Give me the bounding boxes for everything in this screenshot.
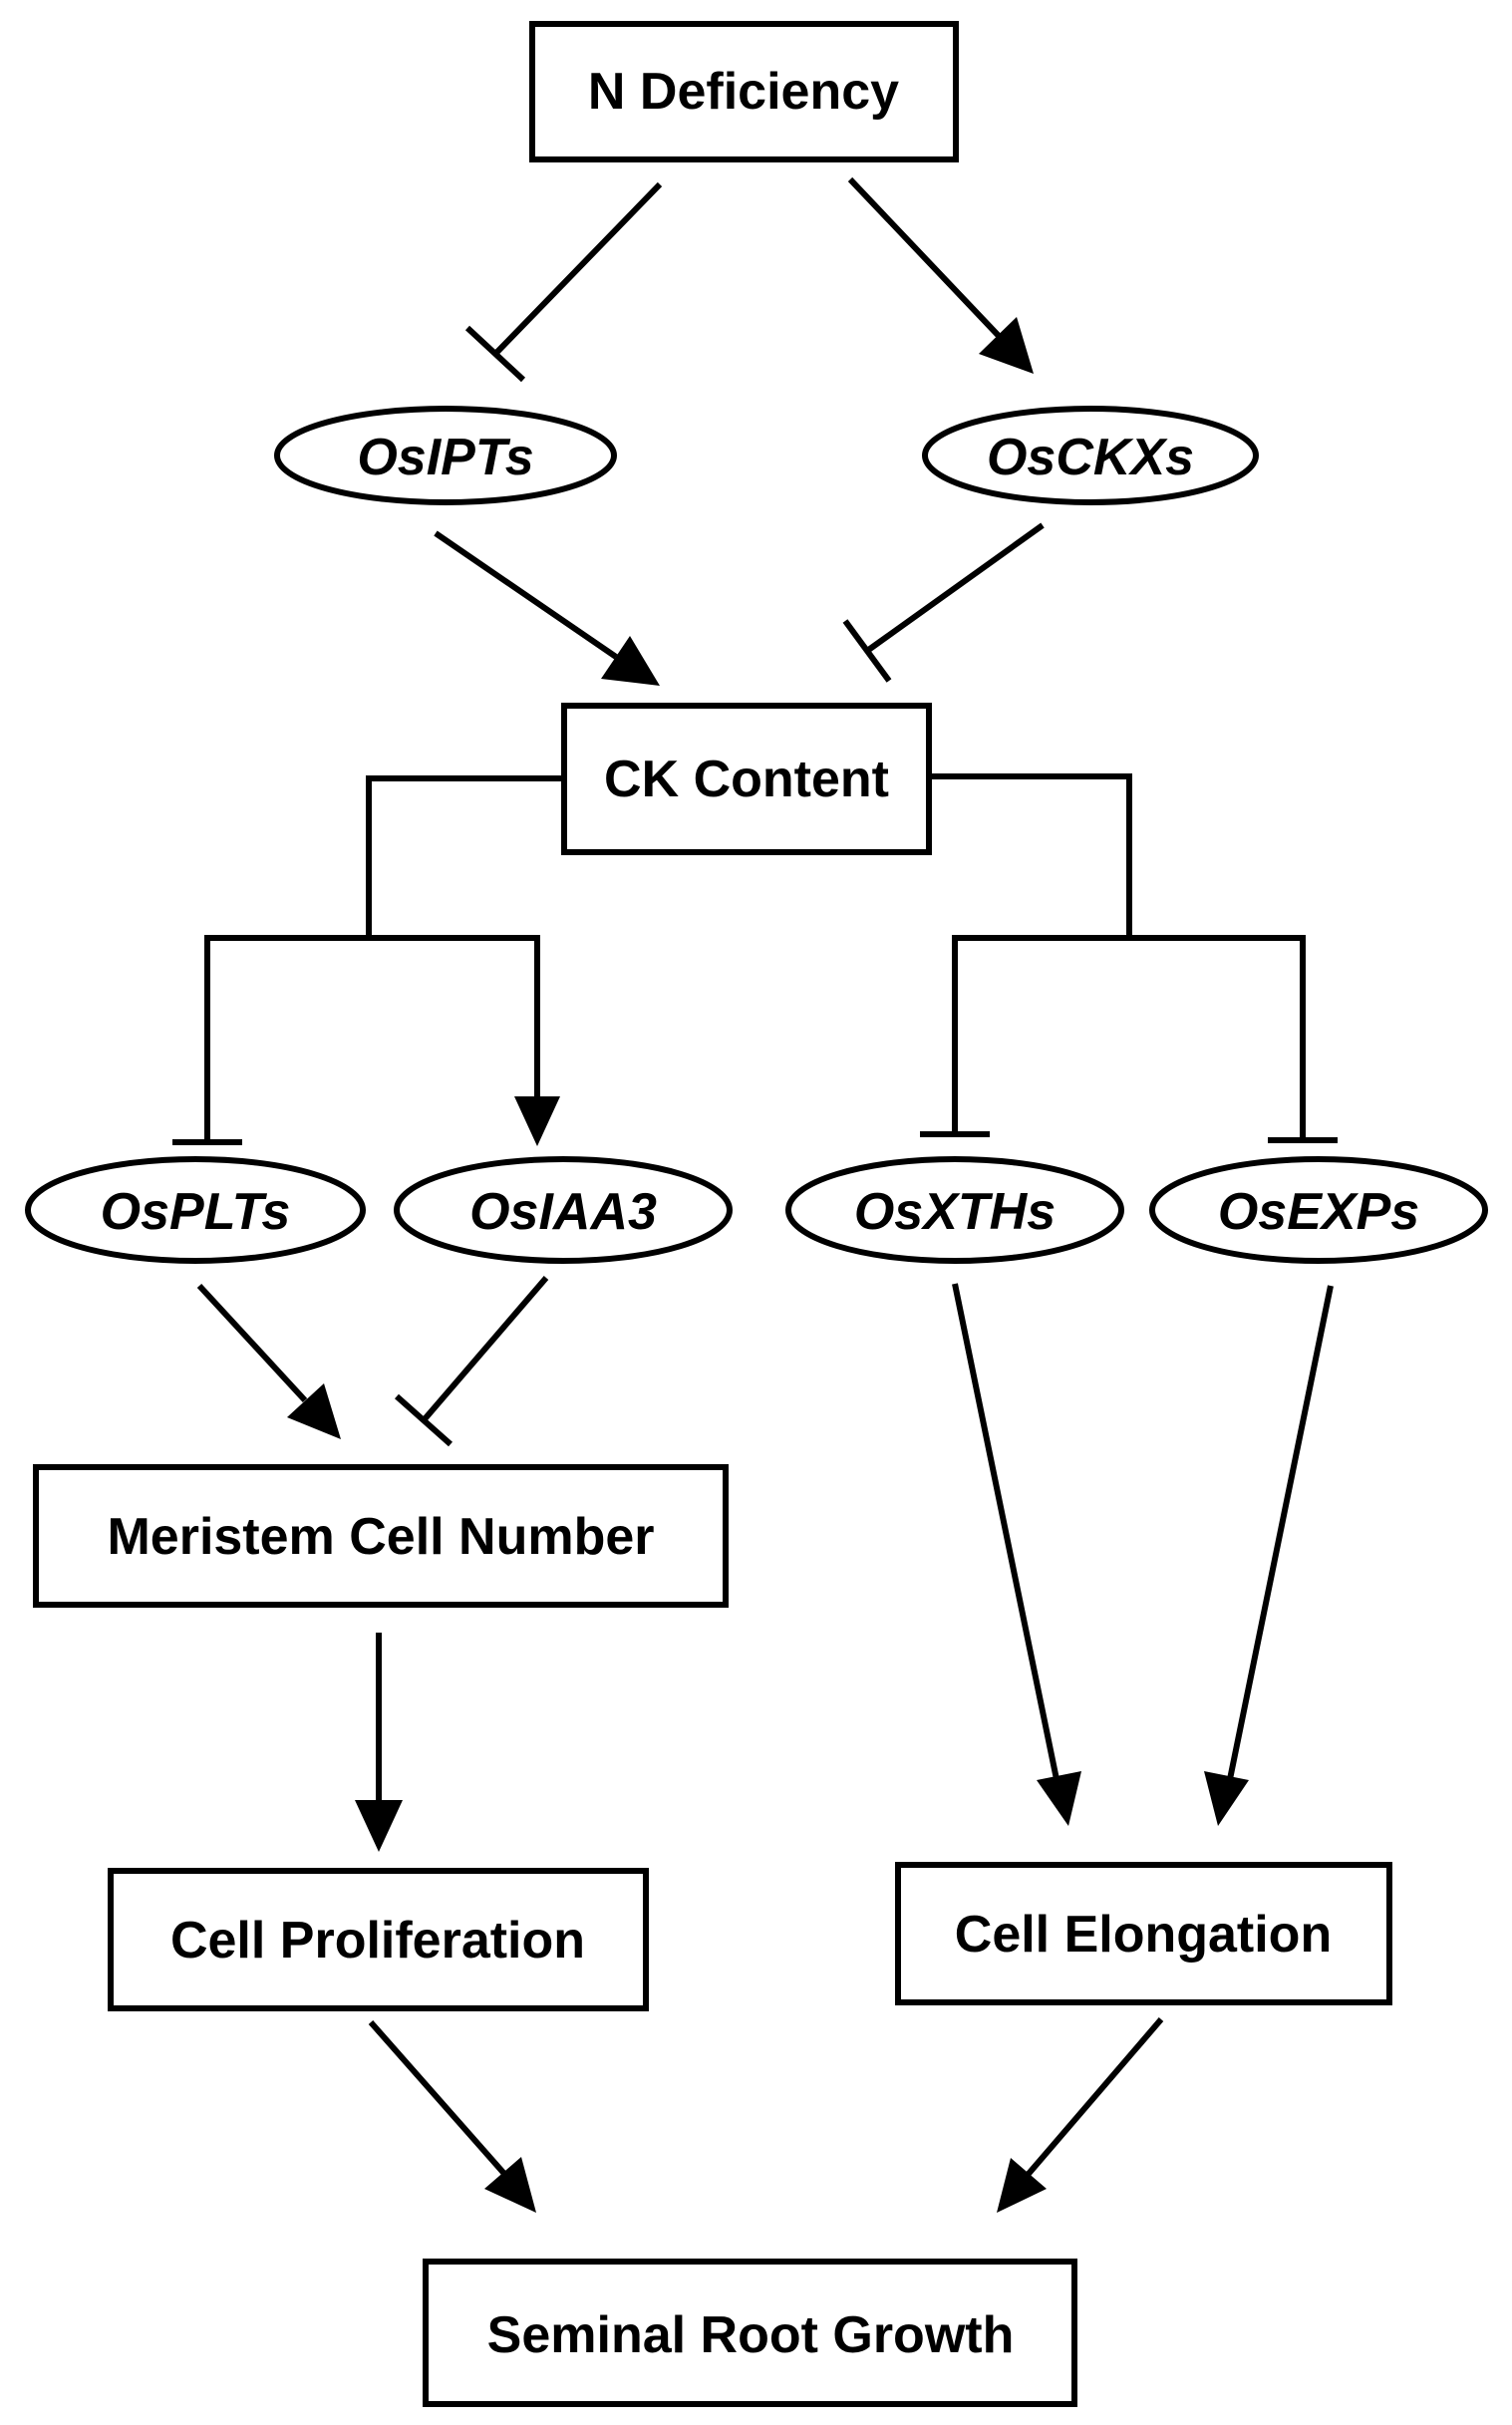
edge-ck-content-inhibits-osxths — [920, 935, 990, 1137]
node-label: OsCKXs — [987, 429, 1194, 486]
node-osexps: OsEXPs — [1149, 1156, 1488, 1264]
edge-ck-content-right-branch — [931, 773, 1306, 941]
edge-ck-content-activates-osiaa3 — [514, 935, 560, 1146]
edge-meristem-activates-cell-proliferation — [355, 1633, 403, 1852]
node-ck-content: CK Content — [561, 703, 932, 855]
node-label: Cell Elongation — [955, 1906, 1332, 1964]
node-label: OsPLTs — [101, 1183, 291, 1241]
node-label: OsIPTs — [357, 429, 533, 486]
node-n-deficiency: N Deficiency — [529, 21, 959, 162]
node-osplts: OsPLTs — [25, 1156, 366, 1264]
node-meristem-cell-number: Meristem Cell Number — [33, 1464, 729, 1608]
edge-cell-elongation-activates-seminal-root-growth — [997, 2017, 1164, 2213]
node-label: N Deficiency — [588, 63, 899, 121]
node-label: Meristem Cell Number — [107, 1508, 654, 1566]
node-seminal-root-growth: Seminal Root Growth — [423, 2259, 1077, 2407]
node-cell-proliferation: Cell Proliferation — [108, 1868, 649, 2011]
node-osiaa3: OsIAA3 — [394, 1156, 733, 1264]
node-label: OsEXPs — [1218, 1183, 1419, 1241]
edge-osipts-activates-ck-content — [434, 530, 660, 686]
node-label: CK Content — [604, 751, 889, 808]
edge-osxths-activates-cell-elongation — [952, 1283, 1081, 1826]
node-label: OsXTHs — [854, 1183, 1056, 1241]
edge-osckxs-inhibits-ck-content — [842, 522, 1045, 683]
node-label: Cell Proliferation — [170, 1912, 585, 1970]
edge-osplts-activates-meristem-cell-number — [196, 1283, 341, 1439]
node-label: Seminal Root Growth — [487, 2306, 1015, 2364]
node-osxths: OsXTHs — [785, 1156, 1124, 1264]
node-cell-elongation: Cell Elongation — [895, 1862, 1392, 2005]
edge-n-deficiency-activates-osckxs — [847, 176, 1034, 374]
edge-ck-content-inhibits-osplts — [172, 935, 242, 1145]
node-label: OsIAA3 — [469, 1183, 657, 1241]
node-osipts: OsIPTs — [274, 406, 617, 505]
node-osckxs: OsCKXs — [922, 406, 1259, 505]
edge-n-deficiency-inhibits-osipts — [464, 181, 663, 383]
edge-ck-content-left-branch — [204, 775, 564, 941]
edge-cell-proliferation-activates-seminal-root-growth — [368, 2020, 536, 2213]
edge-ck-content-inhibits-osexps — [1268, 935, 1338, 1143]
edge-osiaa3-inhibits-meristem-cell-number — [395, 1276, 549, 1447]
edge-osexps-activates-cell-elongation — [1204, 1285, 1334, 1826]
